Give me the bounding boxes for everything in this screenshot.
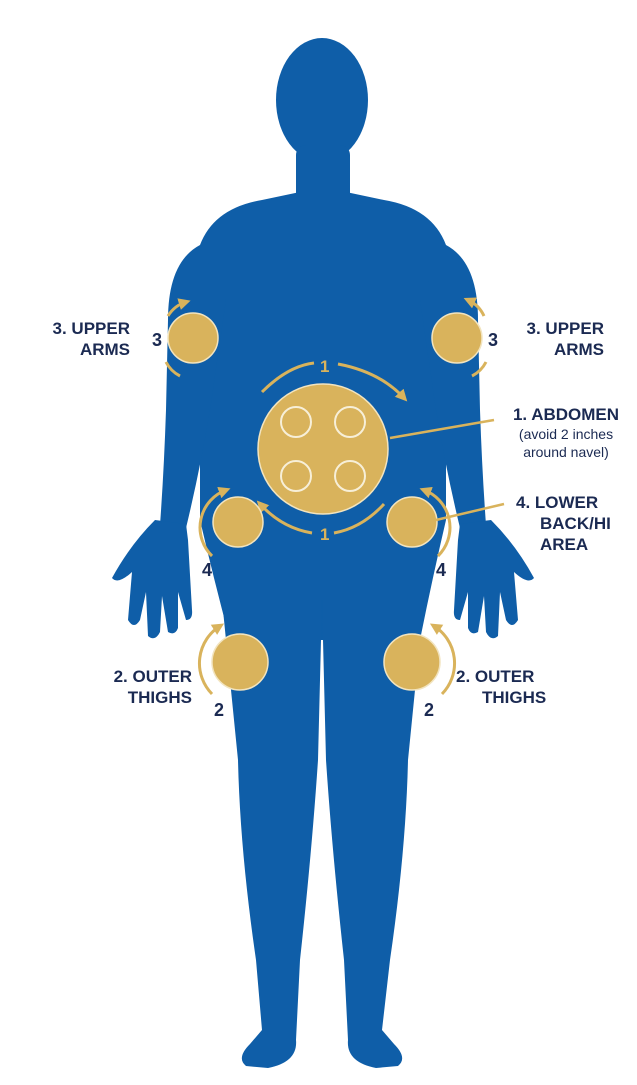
hip-number-left: 4 xyxy=(202,560,212,581)
label-lower-back: 4. LOWER BACK/HI AREA xyxy=(512,492,637,555)
label-outer-thighs-left-line2: THIGHS xyxy=(80,687,192,708)
label-upper-arms-left-line2: ARMS xyxy=(30,339,130,360)
label-abdomen-line2: (avoid 2 inches xyxy=(496,425,636,443)
label-outer-thighs-left-line1: 2. OUTER xyxy=(80,666,192,687)
label-upper-arms-right: 3. UPPER ARMS xyxy=(504,318,604,360)
label-outer-thighs-left: 2. OUTER THIGHS xyxy=(80,666,192,708)
label-outer-thighs-right-line2: THIGHS xyxy=(456,687,576,708)
label-abdomen: 1. ABDOMEN (avoid 2 inches around navel) xyxy=(496,404,636,461)
label-upper-arms-right-line2: ARMS xyxy=(504,339,604,360)
label-outer-thighs-right: 2. OUTER THIGHS xyxy=(456,666,576,708)
label-outer-thighs-right-line1: 2. OUTER xyxy=(456,666,576,687)
abdomen-number-top: 1 xyxy=(320,357,329,376)
label-upper-arms-left-line1: 3. UPPER xyxy=(30,318,130,339)
thigh-number-right: 2 xyxy=(424,700,434,721)
label-lower-back-line2: BACK/HI xyxy=(512,513,637,534)
thigh-number-left: 2 xyxy=(214,700,224,721)
upper-arm-number-left: 3 xyxy=(152,330,162,351)
label-upper-arms-left: 3. UPPER ARMS xyxy=(30,318,130,360)
upper-arm-number-right: 3 xyxy=(488,330,498,351)
label-lower-back-line1: 4. LOWER xyxy=(512,492,637,513)
body-silhouette xyxy=(112,38,534,1068)
abdomen-number-bottom: 1 xyxy=(320,525,329,544)
label-upper-arms-right-line1: 3. UPPER xyxy=(504,318,604,339)
hip-number-right: 4 xyxy=(436,560,446,581)
label-abdomen-line3: around navel) xyxy=(496,443,636,461)
label-lower-back-line3: AREA xyxy=(512,534,637,555)
label-abdomen-line1: 1. ABDOMEN xyxy=(496,404,636,425)
